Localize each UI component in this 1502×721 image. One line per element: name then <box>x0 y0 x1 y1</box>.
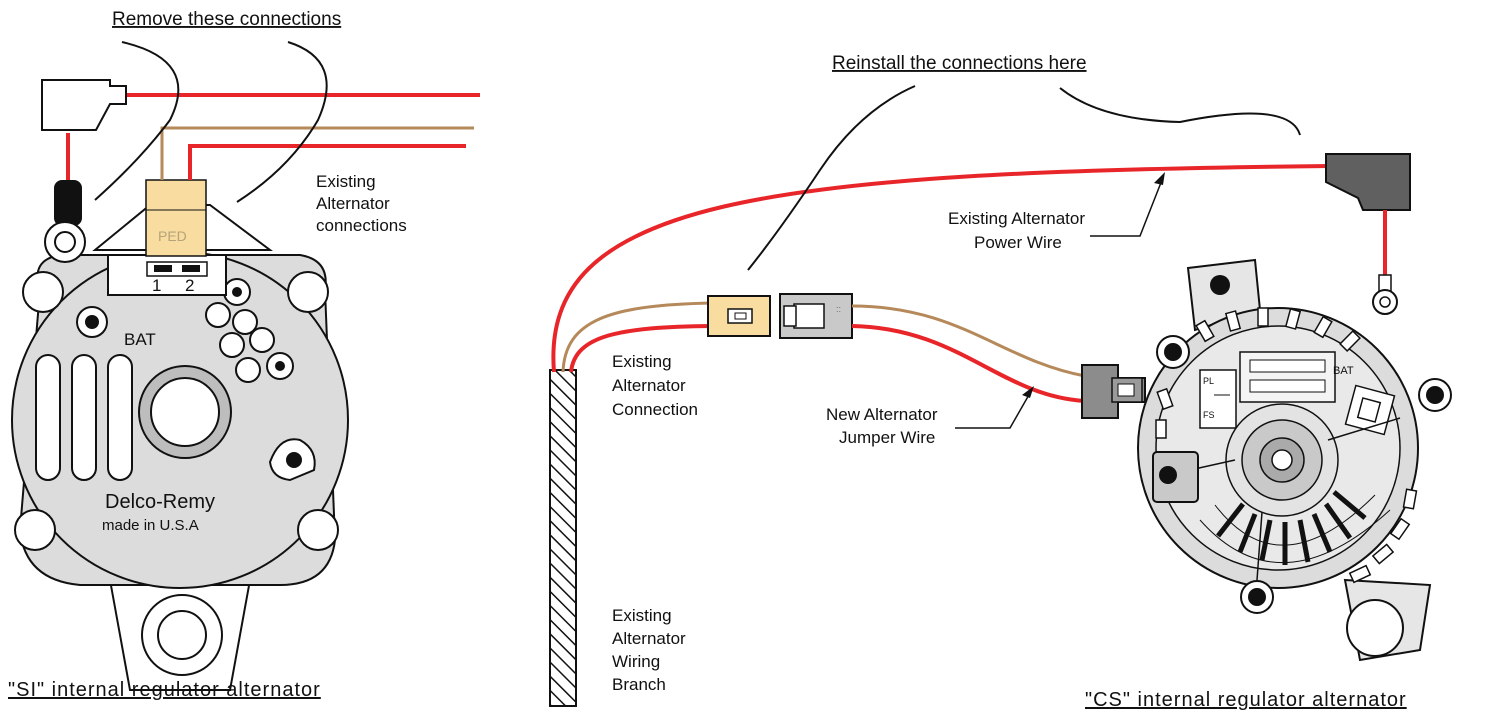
branch-line3: Wiring <box>612 652 660 671</box>
si-bat-label: BAT <box>124 330 156 349</box>
jumper-connector-mark: :: <box>836 304 841 314</box>
branch-line2: Alternator <box>612 629 686 648</box>
jumper-label-line2: Jumper Wire <box>839 428 935 447</box>
wiring-branch <box>549 369 577 707</box>
si-plug <box>145 179 207 257</box>
existing-connections-line3: connections <box>316 216 407 235</box>
power-wire-arrow <box>1090 179 1163 237</box>
alt-connection-line3: Connection <box>612 400 698 419</box>
si-wires <box>66 93 480 180</box>
reinstall-pointer-1 <box>747 85 916 271</box>
cs-fs-label: FS <box>1203 410 1215 420</box>
si-made-in-text: made in U.S.A <box>102 517 199 534</box>
reinstall-connections-title: Reinstall the connections here <box>832 53 1087 74</box>
cs-bat-label: BAT <box>1333 365 1354 377</box>
alt-connection-line2: Alternator <box>612 376 686 395</box>
cs-pl-label: PL <box>1203 376 1214 386</box>
existing-connections-line2: Alternator <box>316 194 390 213</box>
existing-alt-connector <box>707 295 771 337</box>
remove-pointer-1 <box>94 41 180 201</box>
cs-bat-connector <box>1325 153 1411 315</box>
power-wire-label-line1: Existing Alternator <box>948 209 1085 228</box>
branch-line1: Existing <box>612 606 672 625</box>
si-plug-text: PED <box>158 228 187 244</box>
jumper-arrow <box>955 392 1031 429</box>
cs-plug <box>1081 364 1146 419</box>
remove-connections-title: Remove these connections <box>112 9 341 30</box>
si-alternator: BAT Delco-Remy made in U.S.A 1 2 PED <box>11 179 349 691</box>
alt-connection-line1: Existing <box>612 352 672 371</box>
reinstall-pointer-2 <box>1059 87 1301 136</box>
si-brand-text: Delco-Remy <box>105 491 215 513</box>
existing-connections-line1: Existing <box>316 172 376 191</box>
power-wire-label-line2: Power Wire <box>974 233 1062 252</box>
si-pin-2: 2 <box>185 276 194 295</box>
cs-alternator: BAT PL FS <box>1137 258 1452 662</box>
jumper-label-line1: New Alternator <box>826 405 938 424</box>
jumper-connector: :: <box>779 293 853 339</box>
si-caption: "SI" internal regulator alternator <box>8 679 321 701</box>
si-bat-connector <box>41 79 127 263</box>
branch-line4: Branch <box>612 675 666 694</box>
si-pin-1: 1 <box>152 276 161 295</box>
power-wire <box>551 164 1331 373</box>
remove-pointer-2 <box>236 41 328 203</box>
cs-caption: "CS" internal regulator alternator <box>1085 689 1407 711</box>
